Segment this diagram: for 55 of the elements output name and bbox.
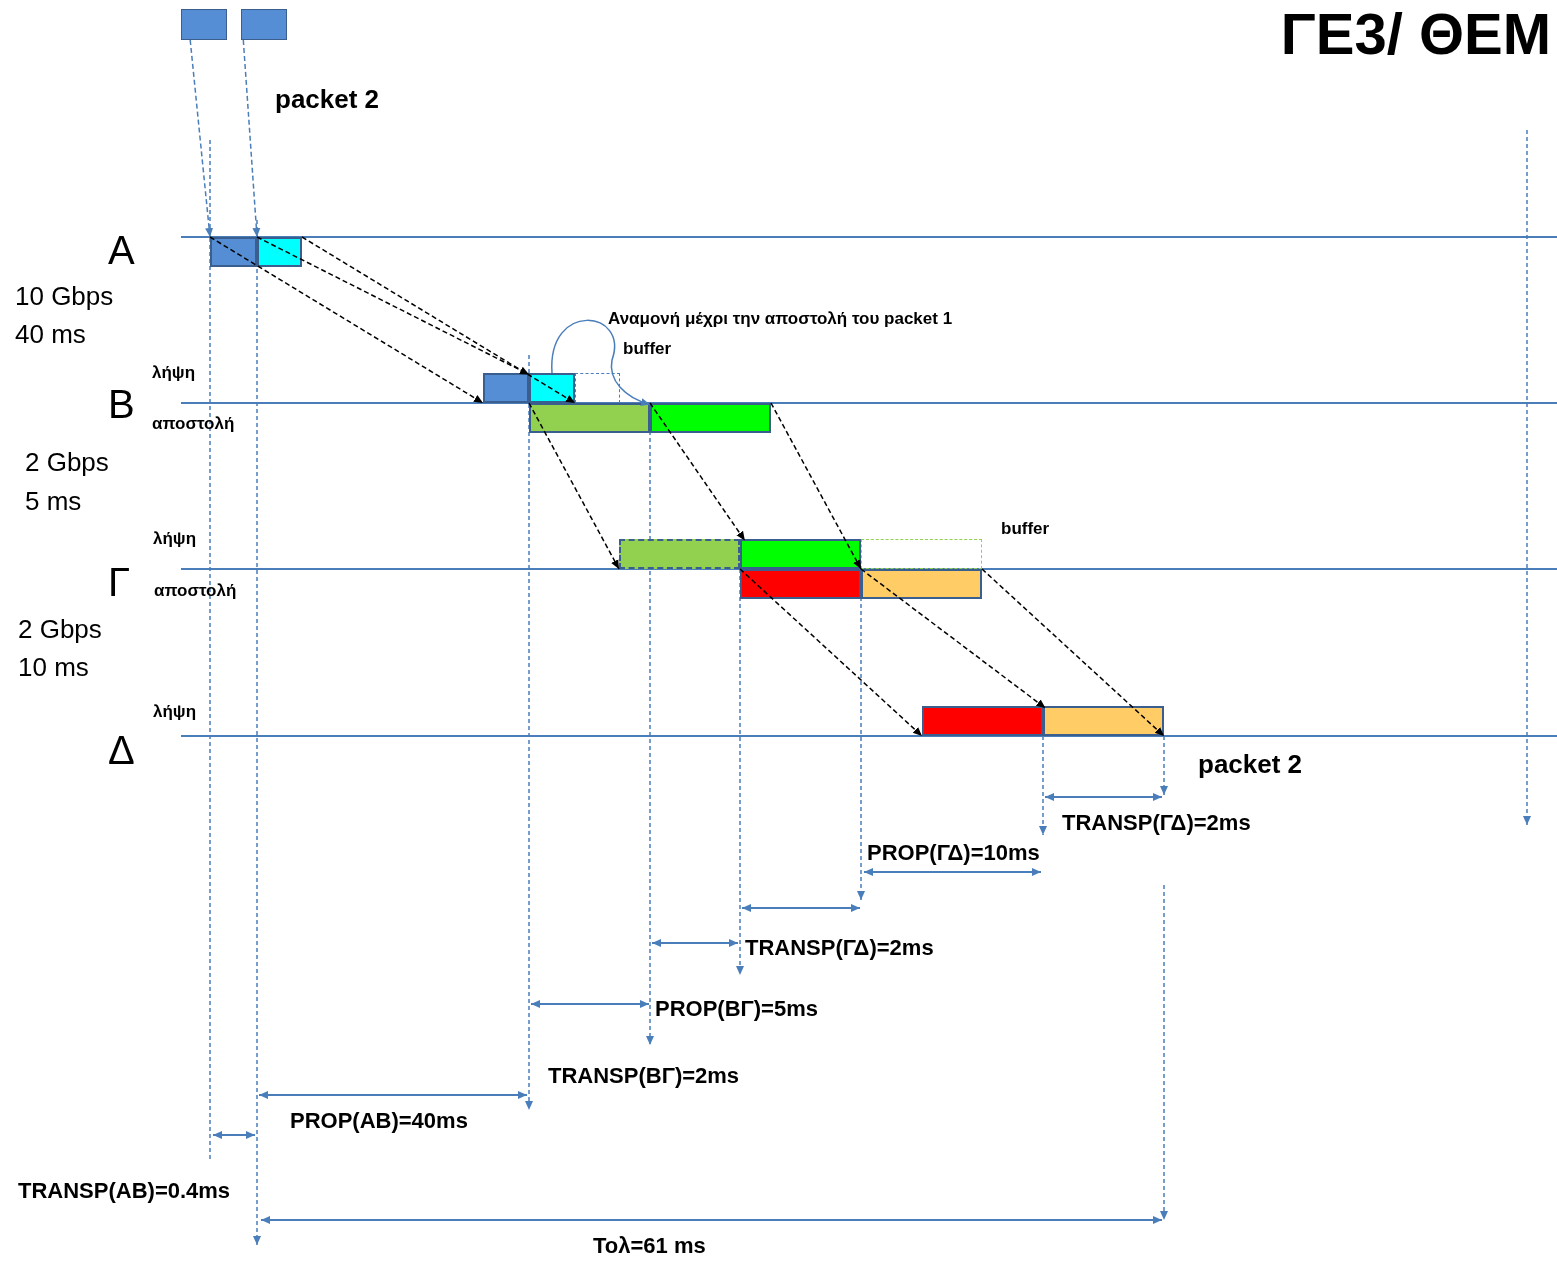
send-label: αποστολή bbox=[152, 415, 235, 434]
buffer-label: buffer bbox=[1001, 520, 1050, 539]
arrow bbox=[189, 39, 214, 238]
arrow bbox=[981, 568, 1165, 737]
arrow bbox=[739, 568, 923, 737]
packet-bar bbox=[529, 403, 650, 433]
dimension-label: TRANSP(AB)=0.4ms bbox=[18, 1179, 231, 1204]
buffer-label: buffer bbox=[623, 340, 672, 359]
dimension-label: TRANSP(ΓΔ)=2ms bbox=[1062, 811, 1251, 836]
packet-box bbox=[181, 9, 227, 40]
dimension-label: TRANSP(ΓΔ)=2ms bbox=[745, 936, 934, 961]
packet-bar bbox=[529, 373, 575, 403]
arrow bbox=[551, 319, 651, 406]
link-delay: 40 ms bbox=[15, 320, 86, 349]
packet-bar bbox=[483, 373, 529, 403]
station-label: Δ bbox=[108, 728, 135, 772]
station-label: B bbox=[108, 382, 135, 426]
send-label: αποστολή bbox=[154, 582, 237, 601]
packet-label: packet 2 bbox=[275, 85, 380, 114]
arrow bbox=[301, 236, 576, 404]
packet-bar bbox=[210, 237, 257, 267]
arrow bbox=[649, 402, 746, 542]
title: ΓΕ3/ ΘΕΜ bbox=[1280, 2, 1551, 66]
dimension-label: Τολ=61 ms bbox=[593, 1234, 706, 1259]
receive-label: λήψη bbox=[152, 364, 196, 383]
link-delay: 5 ms bbox=[25, 487, 82, 516]
arrow bbox=[242, 39, 261, 238]
receive-label: λήψη bbox=[153, 530, 197, 549]
arrow bbox=[256, 236, 530, 376]
link-rate: 10 Gbps bbox=[15, 282, 114, 311]
arrow bbox=[860, 568, 1047, 709]
packet-bar bbox=[650, 403, 771, 433]
dimension-label: PROP(ΓΔ)=10ms bbox=[867, 841, 1040, 866]
dimension-label: TRANSP(ΒΓ)=2ms bbox=[548, 1064, 740, 1089]
dimension-label: PROP(ΒΓ)=5ms bbox=[655, 997, 818, 1022]
annotation: Αναμονή μέχρι την αποστολή του packet 1 bbox=[608, 310, 953, 329]
packet-bar bbox=[922, 706, 1043, 736]
packet-label: packet 2 bbox=[1198, 750, 1303, 779]
dimension-label: PROP(AB)=40ms bbox=[290, 1109, 468, 1134]
packet-bar bbox=[861, 569, 982, 599]
arrow bbox=[528, 402, 620, 570]
packet-box bbox=[241, 9, 287, 40]
receive-label: λήψη bbox=[153, 703, 197, 722]
station-label: Γ bbox=[108, 560, 131, 604]
station-label: A bbox=[108, 228, 135, 272]
packet-bar bbox=[257, 237, 302, 267]
arrow bbox=[209, 236, 484, 404]
packet-bar bbox=[740, 569, 861, 599]
link-delay: 10 ms bbox=[18, 653, 89, 682]
packet-bar bbox=[619, 539, 740, 569]
link-rate: 2 Gbps bbox=[18, 615, 102, 644]
packet-bar bbox=[740, 539, 861, 569]
packet-bar bbox=[1043, 706, 1164, 736]
arrow bbox=[770, 402, 862, 570]
link-rate: 2 Gbps bbox=[25, 448, 109, 477]
